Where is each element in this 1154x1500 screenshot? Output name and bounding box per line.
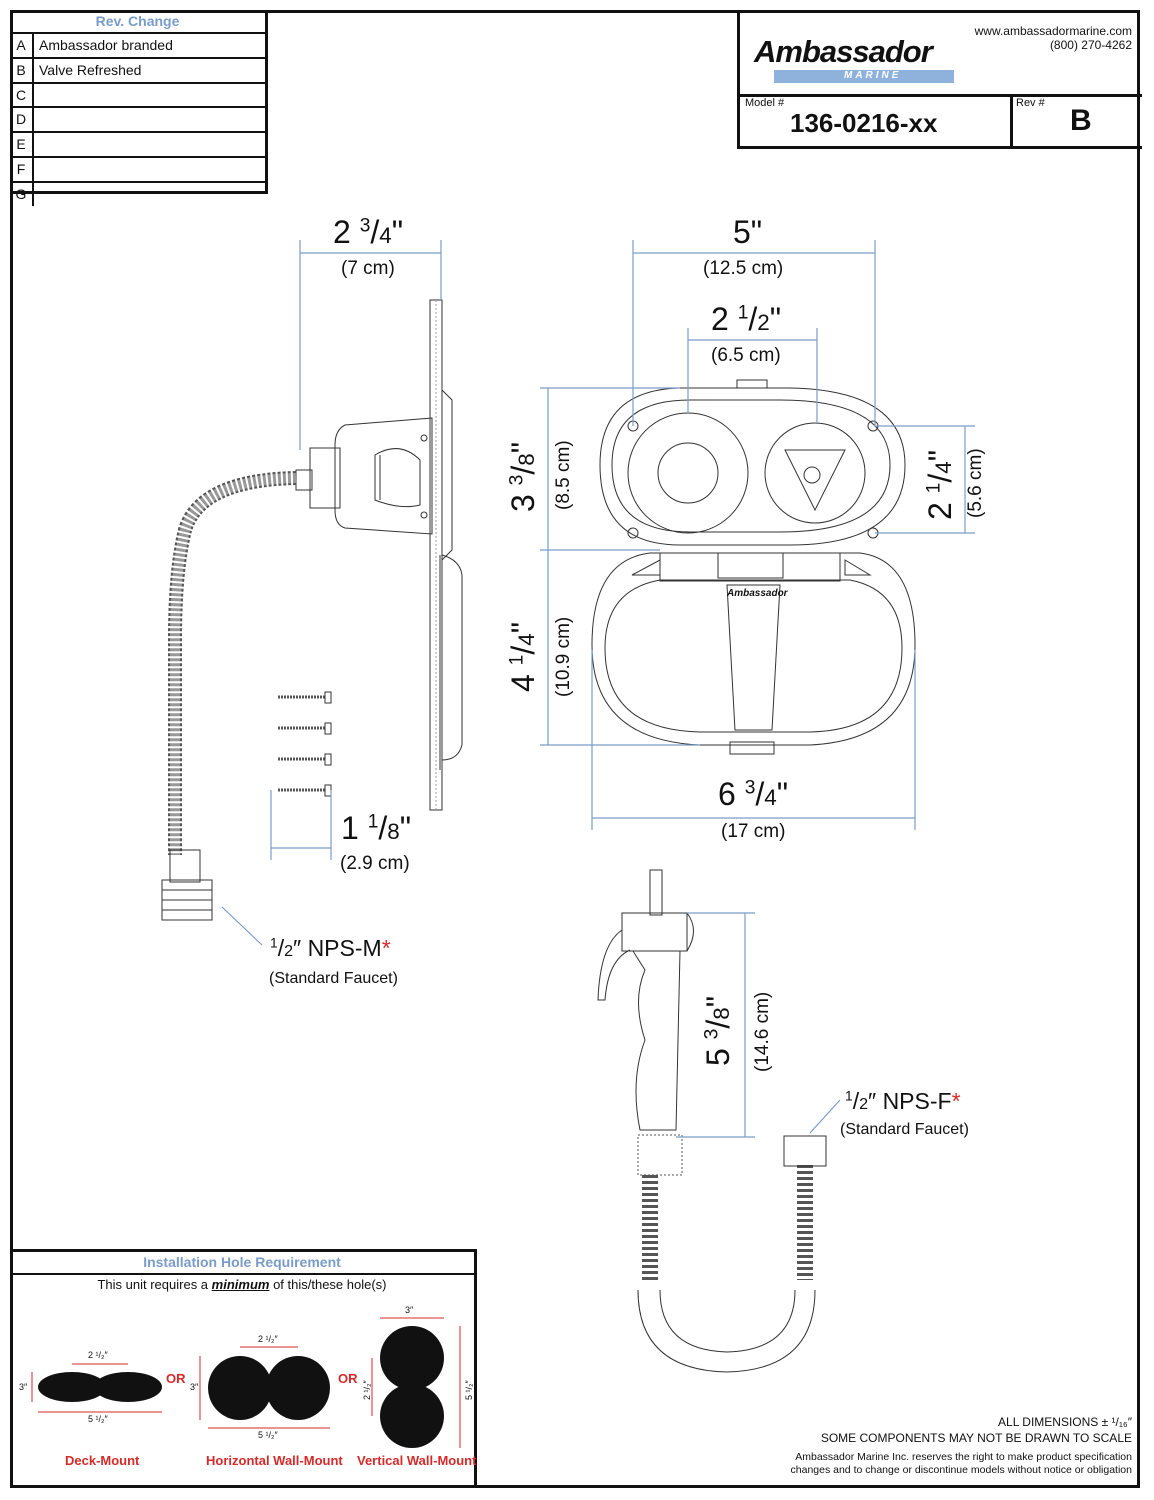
revision-text: [34, 84, 39, 107]
vertical-wall-mount-label: Vertical Wall-Mount: [357, 1453, 477, 1468]
hwall-dim-height: 3″: [190, 1382, 199, 1392]
dim-side-width: 2 3/4": [333, 214, 404, 250]
footer-tolerance: ALL DIMENSIONS ± ¹/₁₆″: [998, 1415, 1132, 1429]
revision-table: Rev. Change A Ambassador branded B Valve R…: [10, 10, 268, 206]
revision-row: F: [10, 157, 265, 183]
front-dimension-lines: [540, 240, 975, 830]
or-label-2: OR: [338, 1371, 358, 1386]
title-block: www.ambassadormarine.com (800) 270-4262 …: [737, 12, 1142, 149]
front-view-top: [599, 379, 906, 546]
rev-label: Rev #: [1016, 97, 1045, 109]
dim-screw-length: 1 1/8": [341, 810, 412, 846]
hwall-dim-width: 5 ¹/₂″: [258, 1430, 278, 1440]
title-divider: [740, 94, 1142, 97]
dim-bottom-width: 6 3/4": [718, 776, 789, 812]
footer-disclaimer-1: Ambassador Marine Inc. reserves the righ…: [795, 1451, 1132, 1463]
revision-letter: F: [10, 157, 34, 181]
deck-mount-label: Deck-Mount: [65, 1453, 140, 1468]
dim-sprayer-length: 5 3/8": [700, 995, 736, 1066]
side-hose: [161, 471, 297, 921]
vwall-dim-height: 5 ¹/₂″: [464, 1380, 474, 1400]
dim-sprayer-length-metric: (14.6 cm): [752, 991, 773, 1072]
hwall-dim-spacing: 2 ¹/₂″: [258, 1334, 278, 1344]
dim-inner-width: 2 1/2": [711, 301, 782, 337]
revision-letter: B: [10, 58, 34, 82]
model-label: Model #: [745, 97, 785, 109]
installation-header: Installation Hole Requirement: [10, 1252, 474, 1275]
drawing-frame: [10, 10, 1140, 1488]
revision-text: Ambassador branded: [39, 37, 173, 53]
side-view-body: [295, 417, 433, 535]
dim-lower-height-metric: (10.9 cm): [553, 616, 574, 697]
fitting-male-sub: (Standard Faucet): [269, 970, 398, 987]
deck-dim-spacing: 2 ¹/₂″: [88, 1350, 108, 1360]
footer-scale-note: SOME COMPONENTS MAY NOT BE DRAWN TO SCAL…: [820, 1431, 1132, 1445]
revision-letter: D: [10, 108, 34, 132]
revision-letter: A: [10, 34, 34, 57]
deck-dim-width: 5 ¹/₂″: [88, 1414, 108, 1424]
revision-letter: C: [10, 83, 34, 107]
dim-lower-height: 4 1/4": [505, 621, 541, 692]
revision-text: [34, 183, 39, 206]
revision-text: [34, 158, 39, 181]
model-number: 136-0216-xx: [790, 108, 938, 138]
mounting-screws: [278, 691, 332, 797]
dim-right-height: 2 1/4": [922, 449, 958, 520]
side-dimension-lines: [221, 240, 442, 946]
dim-bottom-width-metric: (17 cm): [721, 821, 786, 842]
phone-number: (800) 270-4262: [1049, 38, 1132, 52]
contact-info: www.ambassadormarine.com (800) 270-4262: [975, 24, 1132, 52]
revision-letter: G: [10, 182, 34, 206]
revision-header: Rev. Change: [10, 10, 265, 34]
footer-disclaimer-2: changes and to change or discontinue mod…: [790, 1464, 1132, 1476]
sprayer-dimension-lines: [676, 912, 841, 1138]
side-view-plate: [429, 299, 463, 811]
revision-row: E: [10, 133, 265, 158]
fitting-male-label: 1/2″ NPS-M*: [270, 935, 391, 961]
fitting-female-sub: (Standard Faucet): [840, 1121, 969, 1138]
revision-row: A Ambassador branded: [10, 34, 265, 59]
installation-hole-box: Installation Hole Requirement This unit …: [10, 1249, 477, 1488]
website-link[interactable]: www.ambassadormarine.com: [974, 24, 1132, 38]
revision-letter: E: [10, 133, 34, 156]
revision-row: D: [10, 108, 265, 134]
ambassador-logo: Ambassador MARINE: [754, 34, 954, 83]
dim-side-width-metric: (7 cm): [341, 258, 395, 279]
horizontal-wall-mount-label: Horizontal Wall-Mount: [206, 1453, 343, 1468]
revision-text: [34, 133, 39, 156]
dim-inner-width-metric: (6.5 cm): [711, 345, 781, 366]
vwall-dim-width: 3″: [405, 1305, 414, 1315]
dim-upper-height-metric: (8.5 cm): [553, 440, 574, 510]
revision-row: B Valve Refreshed: [10, 58, 265, 84]
front-view-bottom: [591, 552, 916, 755]
fitting-female-label: 1/2″ NPS-F*: [845, 1088, 961, 1114]
dim-upper-height: 3 3/8": [505, 441, 541, 512]
or-label-1: OR: [166, 1371, 186, 1386]
deck-dim-height: 3″: [19, 1382, 28, 1392]
dim-front-width: 5": [733, 214, 763, 250]
front-brand-label: Ambassador: [727, 588, 788, 599]
dim-screw-length-metric: (2.9 cm): [340, 853, 410, 874]
installation-note: This unit requires a minimum of this/the…: [97, 1277, 387, 1292]
revision-text: Valve Refreshed: [39, 61, 142, 78]
logo-subtext: MARINE: [844, 70, 902, 81]
revision-row: G: [10, 182, 265, 206]
title-vertical-divider: [1010, 94, 1013, 146]
vwall-dim-spacing: 2 ¹/₂″: [362, 1380, 372, 1400]
sprayer: [597, 869, 827, 1373]
revision-text: [34, 108, 39, 131]
rev-value: B: [1070, 104, 1092, 137]
logo-bar: [774, 70, 954, 83]
logo-wordmark: Ambassador: [754, 34, 933, 69]
dim-right-height-metric: (5.6 cm): [965, 448, 986, 518]
dim-front-width-metric: (12.5 cm): [703, 258, 784, 279]
revision-row: C: [10, 83, 265, 109]
